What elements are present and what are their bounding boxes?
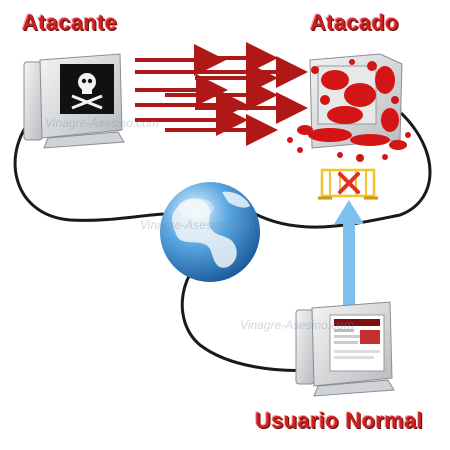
cable-globe-attacked: [241, 110, 432, 229]
cable-attacker-globe: [13, 112, 166, 222]
attacked-label: Atacado: [310, 10, 399, 35]
watermark: Vinagre-Asesino.com: [240, 318, 354, 332]
attack-arrows: [135, 42, 308, 146]
attacker-computer: [23, 53, 125, 149]
watermark: Vinagre-Asesino.com: [140, 218, 254, 232]
normal-user-label: Usuario Normal: [255, 408, 424, 433]
x-icon: [338, 172, 360, 194]
skull-crossbones-icon: [71, 73, 103, 110]
blood-splatter: [287, 59, 411, 162]
attacked-computer: [287, 53, 411, 162]
globe-icon: [160, 182, 260, 282]
attacker-label: Atacante: [22, 10, 118, 35]
user-computer: [295, 301, 395, 397]
watermark: Vinagre-Asesino.com: [45, 116, 159, 130]
blocked-request-arrow: [334, 200, 364, 308]
